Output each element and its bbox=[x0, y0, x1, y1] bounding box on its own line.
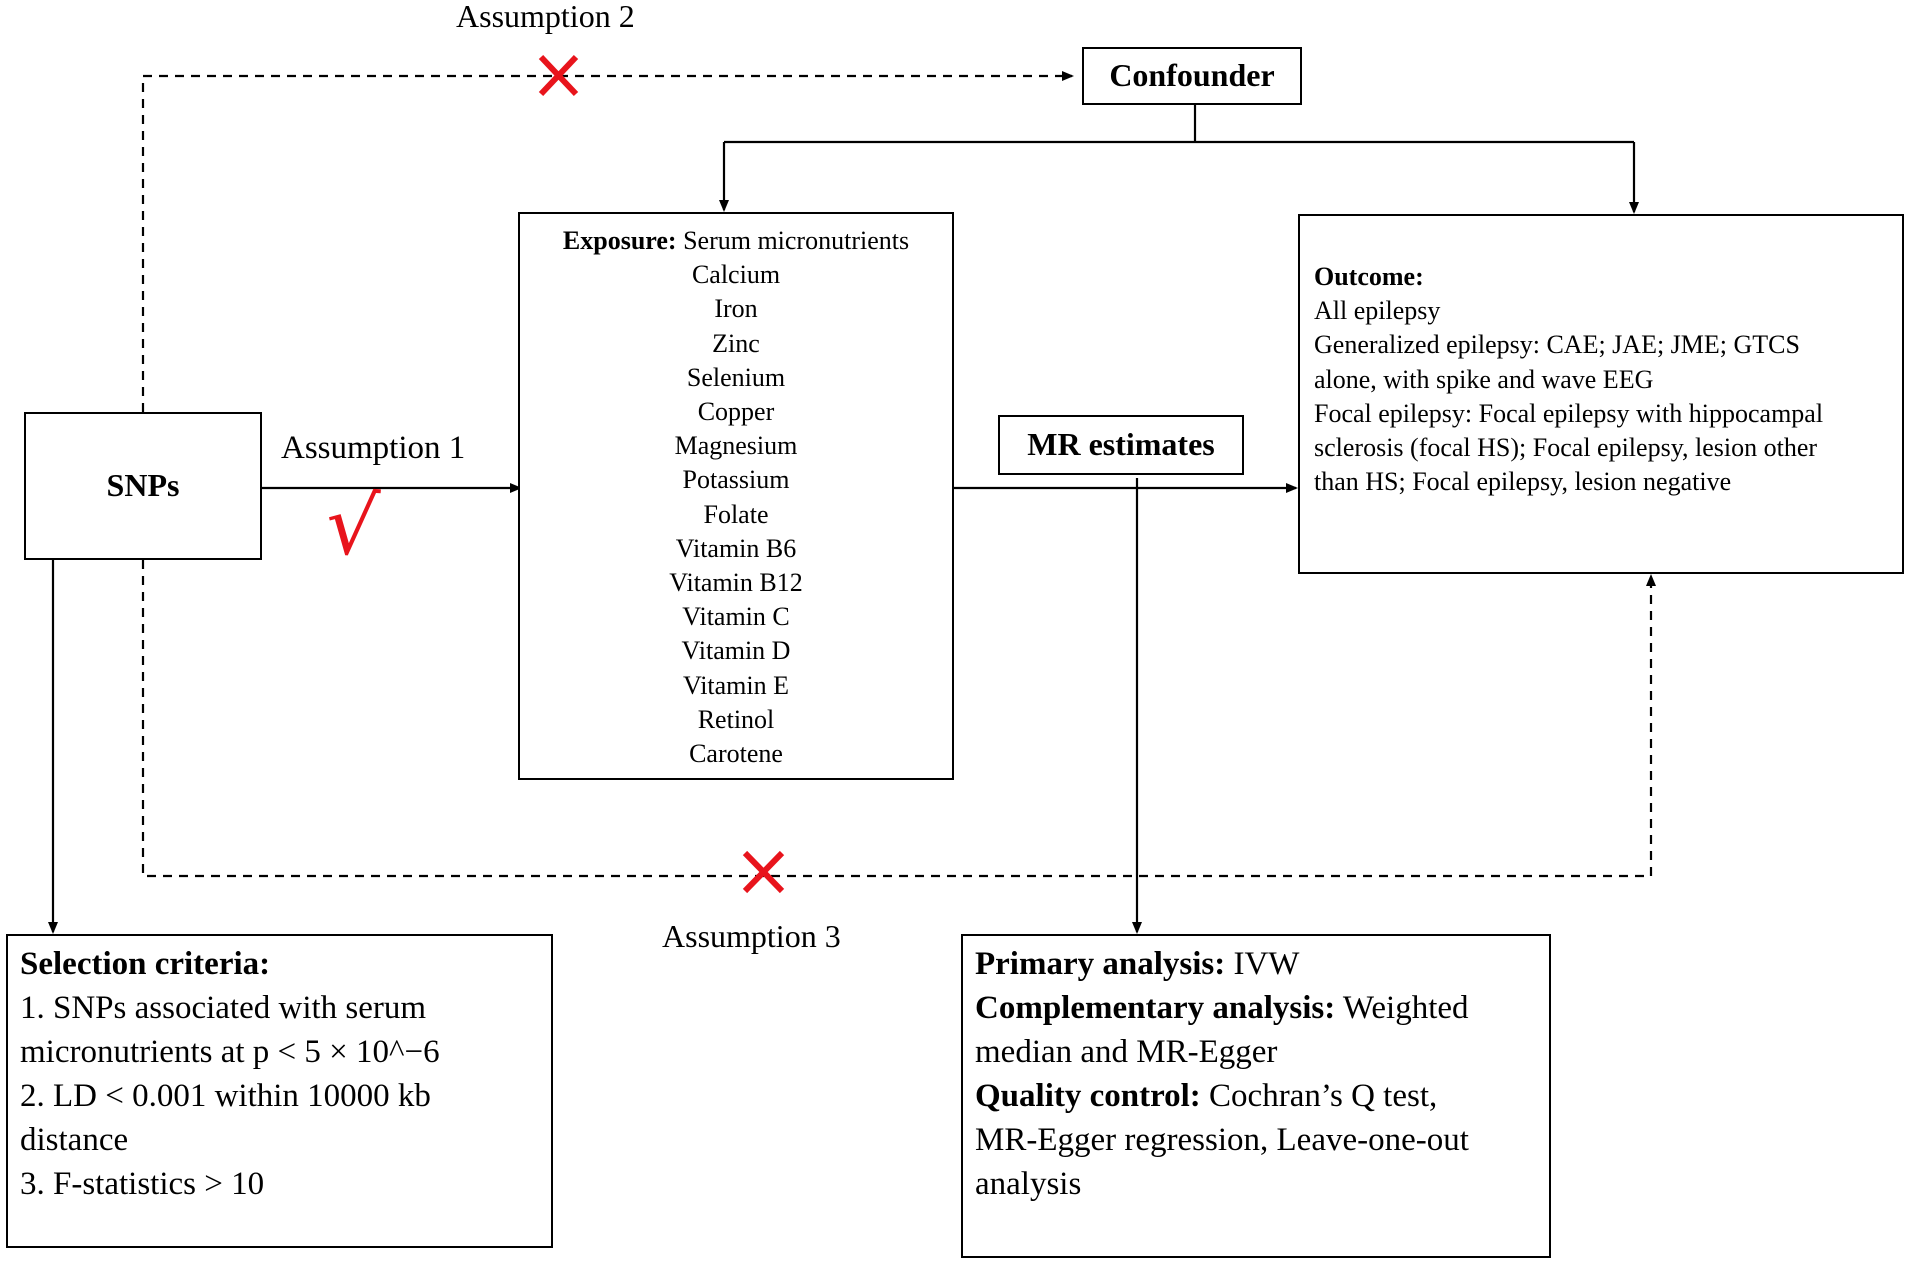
exposure-item: Carotene bbox=[689, 739, 783, 769]
outcome-line: alone, with spike and wave EEG bbox=[1314, 364, 1654, 394]
snps-node: SNPs bbox=[24, 412, 262, 560]
assumption-3-label: Assumption 3 bbox=[662, 918, 841, 954]
mr-estimates-label: MR estimates bbox=[1027, 426, 1215, 462]
exposure-header: Exposure: Serum micronutrients bbox=[520, 224, 952, 258]
exposure-item: Vitamin C bbox=[682, 602, 790, 632]
exposure-item: Calcium bbox=[691, 260, 781, 290]
exposure-item: Vitamin D bbox=[681, 636, 791, 666]
exposure-node: Exposure: Serum micronutrients Calcium I… bbox=[518, 212, 954, 780]
outcome-title: Outcome: bbox=[1314, 262, 1424, 291]
exposure-item: Copper bbox=[697, 397, 775, 427]
complementary-analysis-value: Weighted bbox=[1335, 990, 1469, 1026]
assumption-3-dashed-path bbox=[141, 560, 1656, 878]
selection-criteria-line: micronutrients at p < 5 × 10^−6 bbox=[20, 1034, 440, 1070]
exposure-item: Vitamin B12 bbox=[669, 568, 803, 598]
exposure-item: Vitamin B6 bbox=[675, 533, 797, 563]
complementary-analysis-line: Complementary analysis: Weighted bbox=[975, 986, 1549, 1030]
exposure-item: Iron bbox=[714, 294, 758, 324]
confounder-node: Confounder bbox=[1082, 47, 1302, 105]
outcome-line: sclerosis (focal HS); Focal epilepsy, le… bbox=[1314, 433, 1818, 463]
exposure-item: Magnesium bbox=[674, 431, 798, 461]
exposure-item: Retinol bbox=[697, 704, 775, 734]
complementary-analysis-label: Complementary analysis: bbox=[975, 990, 1336, 1026]
quality-control-label: Quality control: bbox=[975, 1078, 1201, 1114]
outcome-line: than HS; Focal epilepsy, lesion negative bbox=[1314, 467, 1732, 497]
mr-estimates-node: MR estimates bbox=[998, 415, 1244, 475]
quality-control-line-3: analysis bbox=[975, 1166, 1082, 1202]
primary-analysis-value: IVW bbox=[1225, 946, 1300, 982]
quality-control-line: Quality control: Cochran’s Q test, bbox=[975, 1074, 1549, 1118]
quality-control-value: Cochran’s Q test, bbox=[1200, 1078, 1438, 1114]
assumption-2-dashed-path bbox=[141, 71, 1074, 412]
complementary-analysis-line-2: median and MR-Egger bbox=[975, 1034, 1278, 1070]
exposure-item: Vitamin E bbox=[682, 670, 790, 700]
confounder-label: Confounder bbox=[1109, 57, 1275, 93]
exposure-item: Potassium bbox=[682, 465, 790, 495]
selection-criteria-line: 3. F-statistics > 10 bbox=[20, 1166, 265, 1202]
outcome-line: Generalized epilepsy: CAE; JAE; JME; GTC… bbox=[1314, 330, 1800, 360]
assumption-1-label: Assumption 1 bbox=[281, 430, 466, 466]
exposure-title: Exposure: bbox=[562, 226, 677, 255]
quality-control-line-2: MR-Egger regression, Leave-one-out bbox=[975, 1122, 1469, 1158]
analysis-node: Primary analysis: IVW Complementary anal… bbox=[961, 934, 1551, 1258]
assumption-2-cross-icon bbox=[538, 54, 579, 97]
assumption-3-cross-icon bbox=[742, 850, 785, 894]
outcome-line: Focal epilepsy: Focal epilepsy with hipp… bbox=[1314, 398, 1824, 428]
selection-criteria-line: 1. SNPs associated with serum bbox=[20, 990, 427, 1026]
exposure-subtitle: Serum micronutrients bbox=[683, 226, 910, 255]
selection-criteria-node: Selection criteria: 1. SNPs associated w… bbox=[6, 934, 553, 1248]
selection-criteria-line: 2. LD < 0.001 within 10000 kb bbox=[20, 1078, 431, 1114]
assumption-2-label: Assumption 2 bbox=[456, 0, 635, 34]
primary-analysis-label: Primary analysis: bbox=[975, 946, 1226, 982]
snps-label: SNPs bbox=[106, 467, 180, 503]
selection-criteria-line: distance bbox=[20, 1122, 129, 1158]
selection-criteria-title: Selection criteria: bbox=[20, 946, 271, 982]
primary-analysis-line: Primary analysis: IVW bbox=[975, 942, 1549, 986]
assumption-1-check-icon: √ bbox=[322, 477, 382, 576]
exposure-item: Selenium bbox=[686, 362, 786, 392]
outcome-line: All epilepsy bbox=[1314, 296, 1441, 326]
outcome-node: Outcome: All epilepsy Generalized epilep… bbox=[1298, 214, 1904, 574]
exposure-item: Folate bbox=[703, 499, 769, 529]
exposure-item: Zinc bbox=[712, 328, 760, 358]
